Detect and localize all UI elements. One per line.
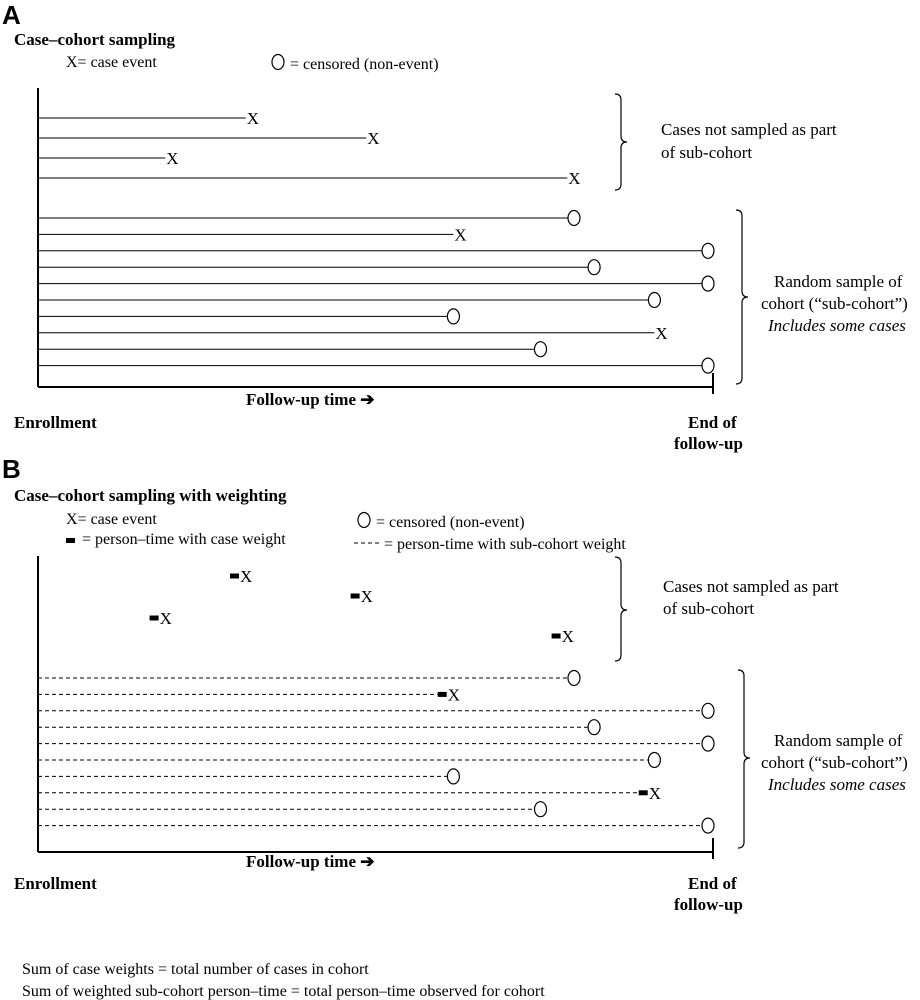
panel-b-legend-case: X= case event: [66, 511, 157, 528]
case-weight-marker: [638, 790, 648, 796]
panel-a-cases-label-2: of sub-cohort: [661, 143, 752, 162]
panel-a-enrollment-label: Enrollment: [14, 413, 97, 432]
panel-b-legend-subcohort-weight: = person-time with sub-cohort weight: [384, 536, 626, 553]
panel-a-title: Case–cohort sampling: [14, 30, 176, 49]
panel-a-end-label-2: follow-up: [674, 434, 743, 453]
panel-a-participant-lines: X X X X X X: [38, 109, 715, 374]
case-weight-marker: [230, 573, 239, 579]
censored-circle: [647, 751, 662, 769]
case-event-x: X: [367, 129, 379, 148]
panel-b-cases-label-2: of sub-cohort: [663, 599, 754, 618]
panel-a-subcohort-label-2: cohort (“sub-cohort”): [761, 294, 908, 313]
case-weight-marker: [437, 691, 447, 697]
subcohort-event-x: X: [448, 685, 460, 704]
legend-censored-circle: [271, 53, 285, 71]
panel-a-subcohort-label-3: Includes some cases: [767, 316, 906, 335]
panel-a-legend-censored: = censored (non-event): [290, 56, 439, 73]
panel-a-legend-case: X= case event: [66, 54, 157, 71]
subcohort-event-x: X: [454, 225, 466, 244]
censored-circle: [533, 341, 548, 358]
legend-case-weight-marker: [66, 538, 75, 543]
panel-a-subcohort-brace: [735, 209, 749, 385]
panel-a-subcohort-label-1: Random sample of: [774, 272, 903, 291]
panel-b-subcohort-label-2: cohort (“sub-cohort”): [761, 753, 908, 772]
panel-a-cases-brace: [614, 93, 628, 191]
footer-line-1: Sum of case weights = total number of ca…: [22, 961, 369, 978]
panel-a-followup-label: Follow-up time ➔: [246, 390, 375, 409]
panel-b-subcohort-brace: [737, 669, 751, 849]
censored-circle: [701, 817, 715, 834]
case-event-x: X: [166, 149, 178, 168]
case-event-x: X: [160, 609, 172, 628]
legend-censored-circle-b: [357, 511, 371, 529]
subcohort-event-x: X: [649, 784, 661, 803]
censored-circle: [701, 357, 715, 374]
case-event-x: X: [562, 627, 574, 646]
case-event-x: X: [568, 169, 580, 188]
panel-b-cases-brace: [614, 556, 628, 662]
panel-b-followup-label: Follow-up time ➔: [246, 852, 375, 871]
censored-circle: [446, 308, 460, 325]
panel-b-enrollment-label: Enrollment: [14, 874, 97, 893]
case-weight-marker: [551, 633, 561, 639]
censored-circle: [567, 209, 581, 227]
censored-circle: [701, 735, 715, 752]
panel-b-title: Case–cohort sampling with weighting: [14, 486, 287, 505]
censored-circle: [701, 242, 715, 259]
case-event-x: X: [240, 567, 252, 586]
panel-a-end-label-1: End of: [688, 413, 737, 432]
panel-b: B Case–cohort sampling with weighting X=…: [2, 454, 908, 914]
panel-b-subcohort-label-1: Random sample of: [774, 731, 903, 750]
censored-circle: [647, 291, 662, 309]
censored-circle: [533, 801, 548, 818]
case-event-x: X: [247, 109, 259, 128]
censored-circle: [587, 719, 601, 736]
panel-a: A Case–cohort sampling X= case event = c…: [2, 0, 908, 453]
panel-a-letter: A: [2, 0, 21, 30]
panel-a-cases-label-1: Cases not sampled as part: [661, 120, 837, 139]
panel-b-subcohort-label-3: Includes some cases: [767, 775, 906, 794]
panel-b-end-label-1: End of: [688, 874, 737, 893]
censored-circle: [701, 702, 715, 719]
censored-circle: [567, 669, 581, 687]
censored-circle: [701, 275, 715, 292]
panel-b-legend-case-weight: = person–time with case weight: [82, 531, 286, 548]
case-weight-marker: [350, 593, 360, 599]
panel-b-participant-lines: X X X X X X: [38, 567, 715, 834]
case-weight-marker: [149, 615, 159, 621]
panel-b-end-label-2: follow-up: [674, 895, 743, 914]
censored-circle: [446, 768, 460, 785]
case-event-x: X: [361, 587, 373, 606]
panel-b-letter: B: [2, 454, 21, 484]
panel-b-cases-label-1: Cases not sampled as part: [663, 577, 839, 596]
subcohort-event-x: X: [655, 324, 667, 343]
footer-line-2: Sum of weighted sub-cohort person–time =…: [22, 983, 545, 1000]
panel-b-legend-censored: = censored (non-event): [376, 514, 525, 531]
censored-circle: [587, 259, 601, 276]
